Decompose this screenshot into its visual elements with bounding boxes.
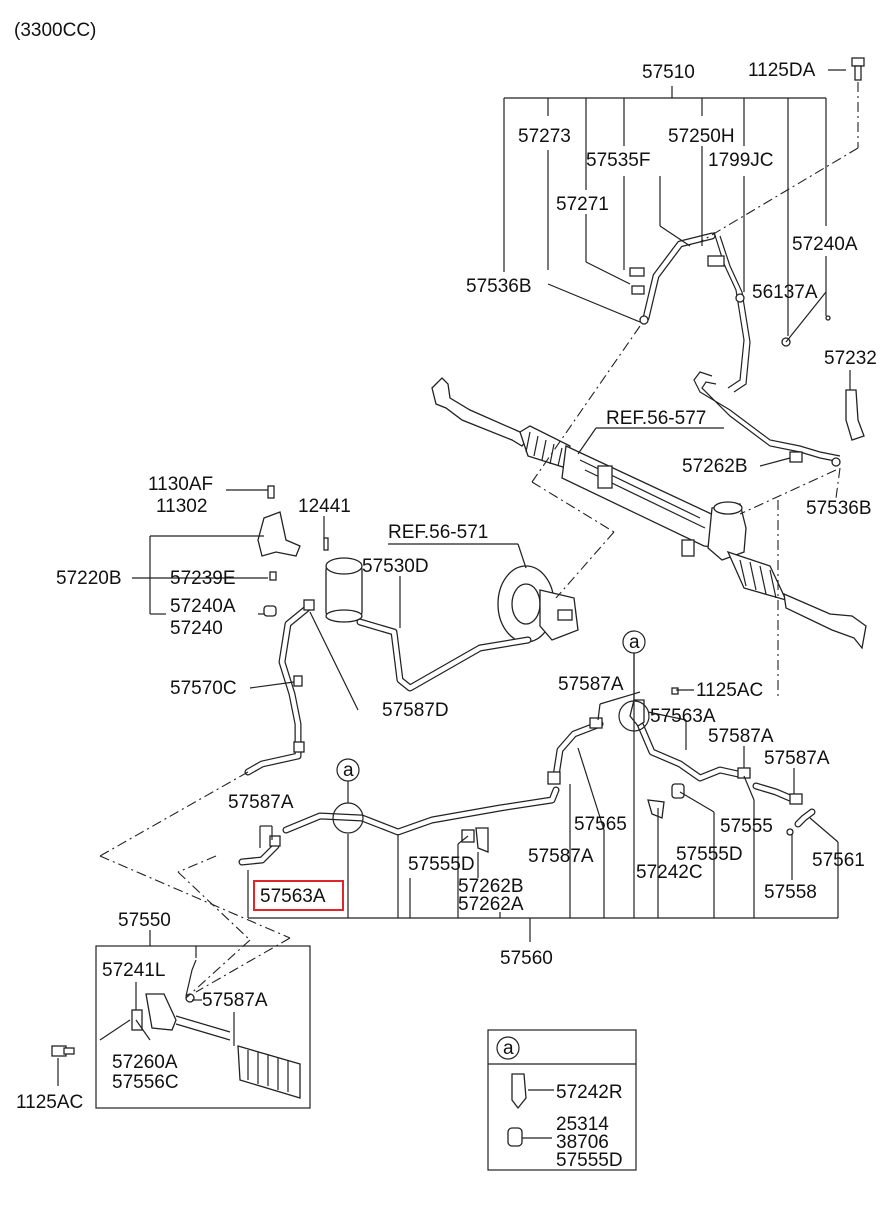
label-57563A-highlighted: 57563A (260, 886, 326, 907)
callout-a-lower: a (343, 760, 354, 781)
label-57563A-mid: 57563A (650, 706, 716, 727)
leader-lines (57, 69, 859, 1139)
callout-a-detail: a (503, 1038, 514, 1059)
label-57555: 57555 (720, 816, 773, 837)
label-57536B-top: 57536B (466, 276, 532, 297)
label-57262B-low: 57262B (458, 876, 524, 897)
label-57242C: 57242C (636, 862, 703, 883)
label-57273: 57273 (518, 126, 571, 147)
highlight-frame (253, 880, 344, 911)
label-57555D-detail: 57555D (556, 1150, 623, 1171)
label-57220B: 57220B (56, 568, 122, 589)
label-ref-56-577: REF.56-577 (606, 408, 706, 429)
label-57232: 57232 (824, 348, 877, 369)
rack-lines (629, 57, 865, 467)
label-1125AC-low: 1125AC (16, 1092, 83, 1113)
callout-a-upper: a (629, 632, 640, 653)
label-57241L: 57241L (102, 960, 165, 981)
label-57587A-r1: 57587A (708, 726, 774, 747)
label-57271: 57271 (556, 194, 609, 215)
label-57510: 57510 (642, 62, 695, 83)
label-38706: 38706 (556, 1132, 609, 1153)
label-57240A: 57240A (792, 234, 858, 255)
label-57558: 57558 (764, 882, 817, 903)
label-11302: 11302 (156, 496, 207, 517)
label-57240A-left: 57240A (170, 596, 236, 617)
label-57587A-left: 57587A (228, 792, 294, 813)
label-57262A: 57262A (458, 894, 524, 915)
pump-reservoir (257, 485, 579, 643)
label-56137A: 56137A (752, 282, 818, 303)
label-12441: 12441 (298, 496, 351, 517)
callout-markers (332, 630, 650, 1060)
label-ref-56-571: REF.56-571 (388, 522, 488, 543)
label-57555D-right: 57555D (676, 844, 743, 865)
label-57587A-box: 57587A (202, 990, 268, 1011)
label-25314: 25314 (556, 1114, 609, 1135)
label-1799JC: 1799JC (708, 150, 774, 171)
label-1130AF: 1130AF (148, 474, 213, 495)
label-57242R: 57242R (556, 1082, 623, 1103)
label-57587A-mid: 57587A (558, 674, 624, 695)
detail-box-a (487, 1029, 637, 1171)
label-57262B-top: 57262B (682, 456, 748, 477)
label-57555D-mid: 57555D (408, 854, 475, 875)
label-57536B-right: 57536B (806, 498, 872, 519)
steering-gear-assembly (431, 377, 867, 650)
label-57530D: 57530D (362, 556, 429, 577)
label-57570C: 57570C (170, 678, 237, 699)
label-57561: 57561 (812, 850, 865, 871)
label-1125DA: 1125DA (748, 60, 816, 81)
label-57239E: 57239E (170, 568, 236, 589)
part-labels: (3300CC) 57510 1125DA 57273 57250H 57535… (14, 20, 877, 1171)
label-57535F: 57535F (586, 150, 650, 171)
label-57260A: 57260A (112, 1052, 178, 1073)
label-57240: 57240 (170, 618, 223, 639)
engine-label: (3300CC) (14, 20, 96, 41)
label-57565: 57565 (574, 814, 627, 835)
label-57550: 57550 (118, 910, 171, 931)
label-57556C: 57556C (112, 1072, 179, 1093)
label-57587D: 57587D (382, 700, 449, 721)
label-57587A-r2: 57587A (764, 748, 830, 769)
label-57250H: 57250H (668, 126, 735, 147)
hoses (238, 599, 816, 866)
label-1125AC-mid: 1125AC (696, 680, 763, 701)
oil-cooler (51, 945, 311, 1109)
label-57560: 57560 (500, 948, 553, 969)
label-57587A-low: 57587A (528, 846, 594, 867)
